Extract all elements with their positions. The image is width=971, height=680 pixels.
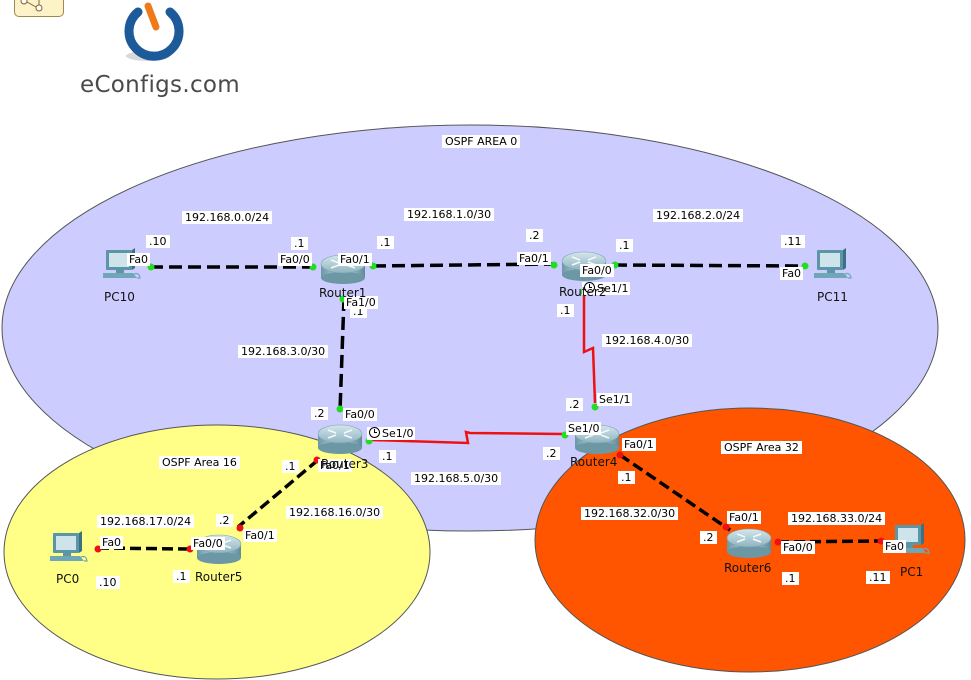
- port-label: Se1/0: [382, 427, 414, 440]
- subnet-label: 192.168.16.0/30: [286, 506, 384, 519]
- router3-icon[interactable]: [317, 424, 363, 455]
- host-label: .1: [291, 237, 308, 250]
- topology-tool-icon[interactable]: [14, 0, 64, 17]
- device-name-router2: Router2: [559, 285, 607, 299]
- port-dot-r6-fa00: [774, 538, 782, 546]
- router6-icon[interactable]: [726, 528, 772, 559]
- area32-label: OSPF Area 32: [721, 441, 802, 454]
- device-name-router5: Router5: [195, 570, 243, 584]
- port-label: Fa0/0: [191, 537, 225, 550]
- subnet-label: 192.168.32.0/30: [581, 507, 679, 520]
- subnet-label: 192.168.3.0/30: [238, 345, 329, 358]
- host-label: .2: [526, 229, 543, 242]
- port-label: Fa0/0: [781, 541, 815, 554]
- port-label: Fa0: [127, 253, 151, 266]
- port-dot-r3-fa00: [336, 405, 344, 413]
- device-name-router6: Router6: [724, 561, 772, 575]
- port-dot-pc1-fa0: [877, 537, 885, 545]
- link-router3-router4-serial[interactable]: [370, 430, 564, 445]
- device-name-router4: Router4: [570, 455, 618, 469]
- clock-icon: [584, 282, 595, 293]
- port-dot-r5-fa01: [236, 524, 244, 532]
- host-label: .2: [216, 514, 233, 527]
- serial-port-label: Se1/1: [582, 282, 631, 295]
- device-name-pc10: PC10: [104, 290, 135, 304]
- host-label: .11: [866, 571, 890, 584]
- host-label: .2: [700, 531, 717, 544]
- port-label: Fa0: [883, 540, 907, 553]
- port-label: Fa0/1: [243, 529, 277, 542]
- subnet-label: 192.168.0.0/24: [182, 211, 273, 224]
- power-icon: [124, 2, 184, 61]
- host-label: .1: [282, 460, 299, 473]
- subnet-label: 192.168.5.0/30: [411, 472, 502, 485]
- device-name-pc11: PC11: [817, 290, 848, 304]
- host-label: .2: [311, 407, 328, 420]
- link-router2-router4-serial[interactable]: [582, 292, 597, 404]
- link-router1-router2[interactable]: [372, 262, 555, 268]
- area0-label: OSPF AREA 0: [442, 135, 521, 148]
- port-label: Se1/1: [597, 393, 633, 406]
- host-label: .1: [377, 236, 394, 249]
- subnet-label: 192.168.4.0/30: [602, 334, 693, 347]
- device-name-pc0: PC0: [56, 572, 80, 586]
- area16-label: OSPF Area 16: [159, 456, 240, 469]
- host-label: .10: [146, 235, 170, 248]
- host-label: .1: [557, 304, 574, 317]
- brand-name: eConfigs.com: [80, 72, 240, 98]
- pc0-icon[interactable]: [49, 530, 88, 562]
- port-dot-r2-fa01: [550, 261, 558, 269]
- port-label: Fa0/1: [622, 438, 656, 451]
- port-label: Fa0: [780, 267, 804, 280]
- host-label: .1: [616, 239, 633, 252]
- subnet-label: 192.168.17.0/24: [97, 515, 195, 528]
- port-label: Se1/1: [597, 282, 629, 295]
- port-label: Fa0/0: [343, 408, 377, 421]
- subnet-label: 192.168.2.0/24: [653, 209, 744, 222]
- link-router4-router6[interactable]: [619, 453, 731, 532]
- host-label: .1: [173, 570, 190, 583]
- port-label: Fa0/1: [517, 252, 551, 265]
- clock-icon: [369, 427, 380, 438]
- host-label: .11: [781, 235, 805, 248]
- port-dot-r4-fa01: [616, 451, 624, 459]
- subnet-label: 192.168.1.0/30: [404, 208, 495, 221]
- port-label: Fa0/1: [727, 511, 761, 524]
- port-label: Fa0/1: [318, 459, 352, 472]
- port-label: Se1/0: [566, 422, 602, 435]
- port-dot-r6-fa01: [722, 523, 730, 531]
- host-label: .2: [543, 447, 560, 460]
- subnet-label: 192.168.33.0/24: [788, 512, 886, 525]
- port-label: Fa1/0: [344, 296, 378, 309]
- port-dot-pc0-fa0: [94, 545, 102, 553]
- port-label: Fa0/0: [580, 264, 614, 277]
- host-label: .10: [96, 576, 120, 589]
- host-label: .1: [782, 572, 799, 585]
- device-name-pc1: PC1: [900, 565, 924, 579]
- device-name-router3: Router3: [321, 457, 369, 471]
- pc11-icon[interactable]: [813, 247, 852, 279]
- port-dot-r4-se11: [591, 403, 599, 411]
- device-name-router1: Router1: [319, 286, 367, 300]
- port-dot-pc11-fa0: [801, 262, 809, 270]
- port-label: Fa0/0: [278, 253, 312, 266]
- host-label: .2: [566, 398, 583, 411]
- port-label: Fa0: [100, 536, 124, 549]
- host-label: .1: [618, 471, 635, 484]
- port-label: Fa0/1: [338, 253, 372, 266]
- link-router3-router5[interactable]: [236, 458, 320, 529]
- serial-port-label: Se1/0: [367, 427, 416, 440]
- host-label: .1: [379, 450, 396, 463]
- link-router2-pc11[interactable]: [613, 263, 806, 268]
